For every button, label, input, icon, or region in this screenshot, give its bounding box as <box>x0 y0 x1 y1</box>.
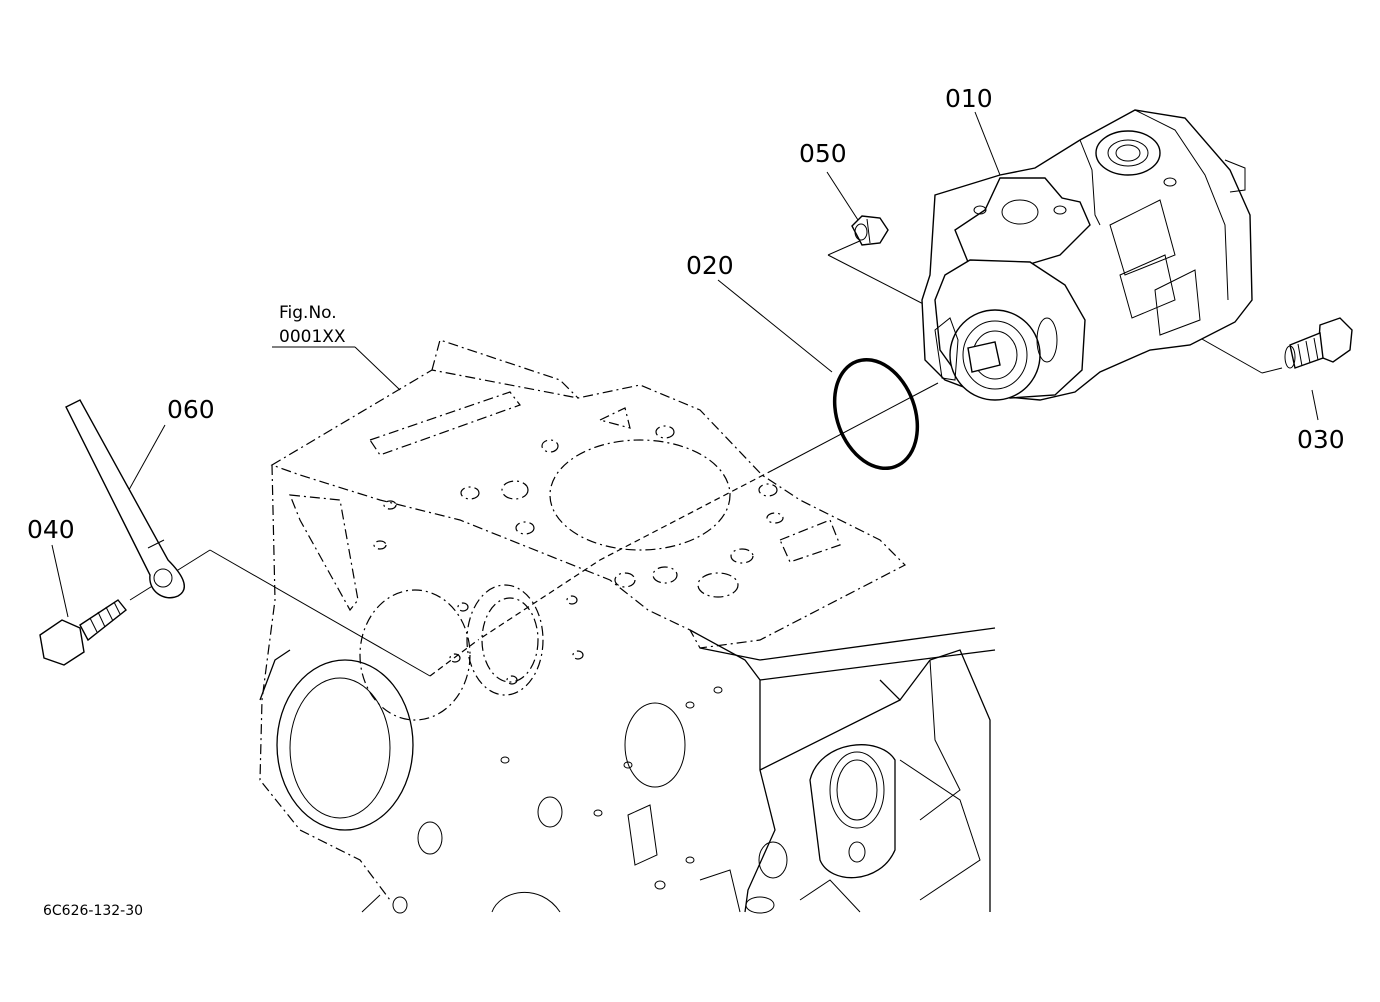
hydraulic-pump-010 <box>921 109 1253 401</box>
callout-labels: 010 050 020 030 060 040 Fig.No. 0001XX 6… <box>27 84 1345 919</box>
bolt-030 <box>1284 317 1353 369</box>
callout-020: 020 <box>686 251 734 280</box>
callout-030: 030 <box>1297 425 1345 454</box>
callout-050: 050 <box>799 139 847 168</box>
callout-040: 040 <box>27 515 75 544</box>
nut-050 <box>851 215 889 246</box>
bolt-040 <box>39 599 127 666</box>
callout-010: 010 <box>945 84 993 113</box>
fig-no-value: 0001XX <box>279 327 346 347</box>
strap-060 <box>65 399 185 599</box>
callout-060: 060 <box>167 395 215 424</box>
o-ring-020 <box>832 357 920 471</box>
drawing-code: 6C626-132-30 <box>43 903 143 919</box>
engine-block <box>259 339 996 914</box>
fig-no-label: Fig.No. <box>279 303 337 323</box>
